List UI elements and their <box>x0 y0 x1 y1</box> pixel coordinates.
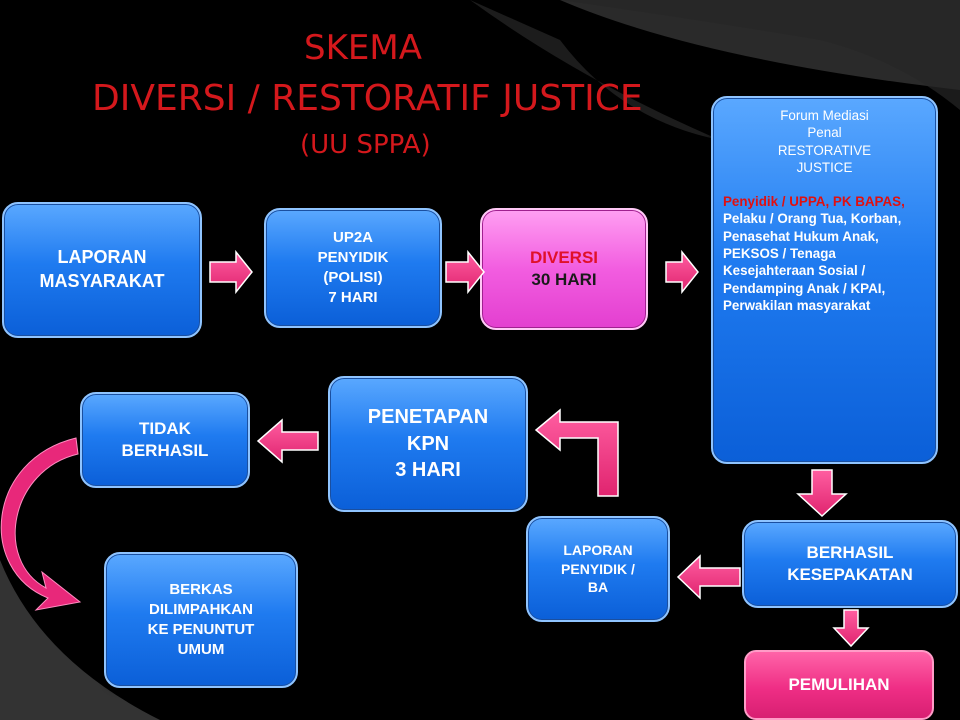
laporan-masyarakat-line-2: MASYARAKAT <box>39 271 165 291</box>
title-line-3: (UU SPPA) <box>300 130 431 160</box>
laporan-masyarakat-line-1: LAPORAN <box>57 247 147 268</box>
penetapan-line-2: KPN <box>406 432 450 455</box>
forum-highlight: Penyidik / UPPA, PK BAPAS, <box>723 193 905 209</box>
forum-mediasi-box: Forum Mediasi Penal RESTORATIVE JUSTICE … <box>711 96 938 464</box>
arrow-left-laporan <box>676 554 741 600</box>
tidak-berhasil-line-1: TIDAK <box>139 418 191 438</box>
forum-header-line-1: Forum Mediasi <box>780 108 869 123</box>
arrow-left-tidak <box>256 418 319 464</box>
arrow-curve-berkas <box>0 437 82 611</box>
laporan-masyarakat-box: LAPORAN MASYARAKAT <box>2 202 202 338</box>
up2a-penyidik-box: UP2A PENYIDIK (POLISI) 7 HARI <box>264 208 442 328</box>
diversi-box: DIVERSI 30 HARI <box>480 208 648 330</box>
penetapan-kpn-box: PENETAPAN KPN 3 HARI <box>328 376 528 512</box>
berkas-line-3: KE PENUNTUT <box>147 621 255 638</box>
up2a-line-4: 7 HARI <box>328 288 378 306</box>
tidak-berhasil-box: TIDAK BERHASIL <box>80 392 250 488</box>
arrow-bent-penetapan <box>534 408 619 497</box>
berkas-line-4: UMUM <box>177 640 225 658</box>
berkas-line-1: BERKAS <box>169 581 233 599</box>
berkas-line-2: DILIMPAHKAN <box>149 601 253 619</box>
pemulihan-label: PEMULIHAN <box>788 674 890 694</box>
arrow-down-forum <box>796 469 848 518</box>
up2a-line-2: PENYIDIK <box>317 249 389 267</box>
laporan-penyidik-line-1: LAPORAN <box>563 542 633 559</box>
forum-header-line-3: RESTORATIVE <box>777 142 872 158</box>
arrow-right-2 <box>445 249 485 295</box>
tidak-berhasil-line-2: BERHASIL <box>121 441 209 460</box>
forum-header-line-2: Penal <box>807 125 842 141</box>
forum-participants: Penyidik / UPPA, PK BAPAS, Pelaku / Oran… <box>723 193 926 315</box>
forum-header-line-4: JUSTICE <box>796 160 853 176</box>
berkas-dilimpahkan-box: BERKAS DILIMPAHKAN KE PENUNTUT UMUM <box>104 552 298 688</box>
arrow-right-1 <box>209 249 253 295</box>
laporan-penyidik-box: LAPORAN PENYIDIK / BA <box>526 516 670 622</box>
pemulihan-box: PEMULIHAN <box>744 650 934 720</box>
diversi-days: 30 HARI <box>531 270 597 289</box>
berhasil-line-1: BERHASIL <box>806 542 894 562</box>
diversi-label: DIVERSI <box>529 247 599 267</box>
title-line-1: SKEMA <box>304 28 422 68</box>
penetapan-line-3: 3 HARI <box>395 459 461 482</box>
forum-header: Forum Mediasi Penal RESTORATIVE JUSTICE <box>723 107 926 177</box>
berhasil-kesepakatan-box: BERHASIL KESEPAKATAN <box>742 520 958 608</box>
title-line-2: DIVERSI / RESTORATIF JUSTICE <box>92 78 643 119</box>
berhasil-line-2: KESEPAKATAN <box>787 565 913 584</box>
laporan-penyidik-line-3: BA <box>587 579 609 596</box>
penetapan-line-1: PENETAPAN <box>367 406 489 429</box>
forum-participants-text: Pelaku / Orang Tua, Korban, Penasehat Hu… <box>723 211 902 314</box>
up2a-line-1: UP2A <box>332 229 373 247</box>
up2a-line-3: (POLISI) <box>323 269 383 286</box>
arrow-down-pemulihan <box>832 609 870 648</box>
arrow-right-3 <box>665 249 699 295</box>
laporan-penyidik-line-2: PENYIDIK / <box>561 560 635 577</box>
